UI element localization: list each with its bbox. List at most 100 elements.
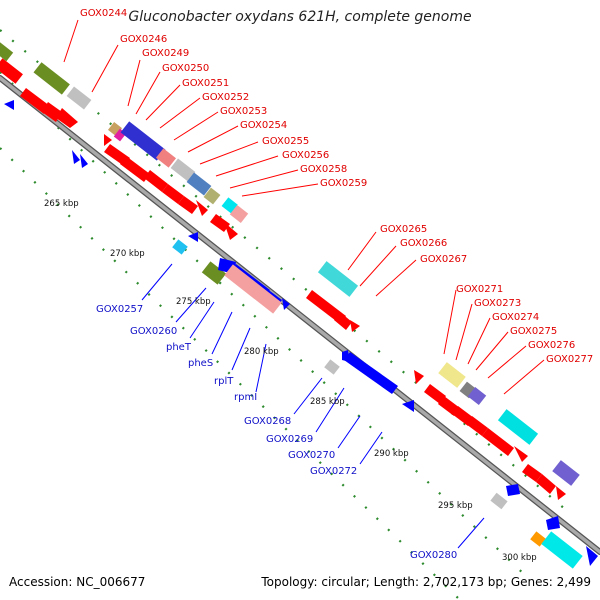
gene-block xyxy=(120,121,166,161)
gene-block xyxy=(186,172,212,196)
gene-label: GOX0253 xyxy=(220,106,267,117)
gene-block xyxy=(530,531,546,547)
gene-label: GOX0244 xyxy=(80,8,127,19)
forward-genes xyxy=(0,41,580,500)
forward-gene-labels: GOX0244 GOX0246 GOX0249 GOX0250 GOX0251 … xyxy=(80,8,593,365)
gene-label: GOX0271 xyxy=(456,284,503,295)
gene-label: GOX0268 xyxy=(244,416,291,427)
genome-backbone xyxy=(0,75,600,555)
gene-label: GOX0255 xyxy=(262,136,309,147)
gene-block xyxy=(156,148,176,168)
gene-arrow xyxy=(334,312,352,330)
gene-block xyxy=(201,261,227,285)
gene-arrow xyxy=(56,108,78,128)
gene-arrow xyxy=(506,484,520,496)
gene-arrow xyxy=(350,320,360,332)
gene-label: GOX0260 xyxy=(130,326,177,337)
gene-label: GOX0265 xyxy=(380,224,427,235)
tick-guides xyxy=(0,29,573,600)
gene-label: GOX0272 xyxy=(310,466,357,477)
kbp-label: 300 kbp xyxy=(502,553,537,563)
gene-arrow xyxy=(344,352,398,394)
gene-label: GOX0276 xyxy=(528,340,575,351)
gene-arrow xyxy=(104,134,112,146)
gene-label: GOX0275 xyxy=(510,326,557,337)
gene-arrow xyxy=(586,546,598,566)
gene-label: GOX0252 xyxy=(202,92,249,103)
gene-label: GOX0258 xyxy=(300,164,347,175)
gene-label: rpmI xyxy=(234,392,257,403)
gene-arrow xyxy=(80,154,88,168)
gene-block xyxy=(438,362,466,388)
gene-arrow xyxy=(188,232,198,242)
reverse-gene-labels: GOX0257 GOX0260 pheT pheS rplT rpmI GOX0… xyxy=(96,304,457,561)
page-title: Gluconobacter oxydans 621H, complete gen… xyxy=(128,9,472,25)
gene-block xyxy=(33,62,70,95)
gene-label: GOX0266 xyxy=(400,238,447,249)
gene-arrow xyxy=(402,400,414,412)
gene-arrow xyxy=(424,384,446,404)
gene-block xyxy=(490,492,508,510)
gene-block xyxy=(497,409,539,445)
kbp-label: 275 kbp xyxy=(176,297,211,307)
gene-arrow xyxy=(224,222,238,240)
gene-arrow xyxy=(546,516,560,530)
kbp-label: 290 kbp xyxy=(374,449,409,459)
gene-block xyxy=(172,239,188,255)
gene-label: rplT xyxy=(214,376,234,387)
gene-arrow xyxy=(482,428,514,456)
gene-block xyxy=(317,261,359,297)
gene-block xyxy=(552,460,580,486)
gene-block xyxy=(66,86,92,110)
reverse-leader-lines xyxy=(141,263,485,549)
gene-block xyxy=(229,204,249,224)
gene-block xyxy=(541,531,583,569)
gene-block xyxy=(0,41,14,62)
gene-arrow xyxy=(282,298,290,310)
tick-guide-inner xyxy=(0,147,461,600)
gene-arrow xyxy=(522,464,542,482)
gene-arrow xyxy=(536,474,556,494)
gene-block xyxy=(170,158,196,182)
gene-label: GOX0259 xyxy=(320,178,367,189)
gene-arrow xyxy=(20,88,50,114)
gene-label: GOX0249 xyxy=(142,48,189,59)
gene-block xyxy=(467,386,487,406)
gene-label: GOX0257 xyxy=(96,304,143,315)
gene-label: GOX0246 xyxy=(120,34,167,45)
gene-label: GOX0273 xyxy=(474,298,521,309)
kbp-label: 295 kbp xyxy=(438,501,473,511)
forward-leader-lines xyxy=(63,19,545,395)
gene-block xyxy=(203,187,221,205)
gene-arrow xyxy=(466,416,488,436)
tick-guide-outer-2 xyxy=(0,71,529,579)
gene-label: pheT xyxy=(166,342,192,353)
gene-label: GOX0274 xyxy=(492,312,539,323)
gene-label: GOX0254 xyxy=(240,120,287,131)
genome-summary-text: Topology: circular; Length: 2,702,173 bp… xyxy=(261,575,591,589)
gene-label: GOX0269 xyxy=(266,434,313,445)
kbp-label: 265 kbp xyxy=(44,199,79,209)
gene-arrow xyxy=(178,196,198,214)
gene-arrow xyxy=(120,156,150,182)
gene-label: GOX0270 xyxy=(288,450,335,461)
gene-label: GOX0250 xyxy=(162,63,209,74)
gene-arrow xyxy=(144,170,168,192)
gene-arrow xyxy=(162,184,184,204)
gene-arrow xyxy=(414,370,424,384)
gene-block xyxy=(224,264,282,314)
gene-arrow xyxy=(306,290,346,324)
gene-label: GOX0251 xyxy=(182,78,229,89)
gene-label: GOX0277 xyxy=(546,354,593,365)
gene-arrow xyxy=(4,100,14,110)
reverse-genes xyxy=(4,100,598,569)
gene-label: GOX0267 xyxy=(420,254,467,265)
kbp-label: 285 kbp xyxy=(310,397,345,407)
gene-arrow xyxy=(210,214,230,232)
accession-text: Accession: NC_006677 xyxy=(9,575,146,589)
gene-label: GOX0280 xyxy=(410,550,457,561)
gene-arrow xyxy=(196,200,208,216)
gene-label: GOX0256 xyxy=(282,150,329,161)
